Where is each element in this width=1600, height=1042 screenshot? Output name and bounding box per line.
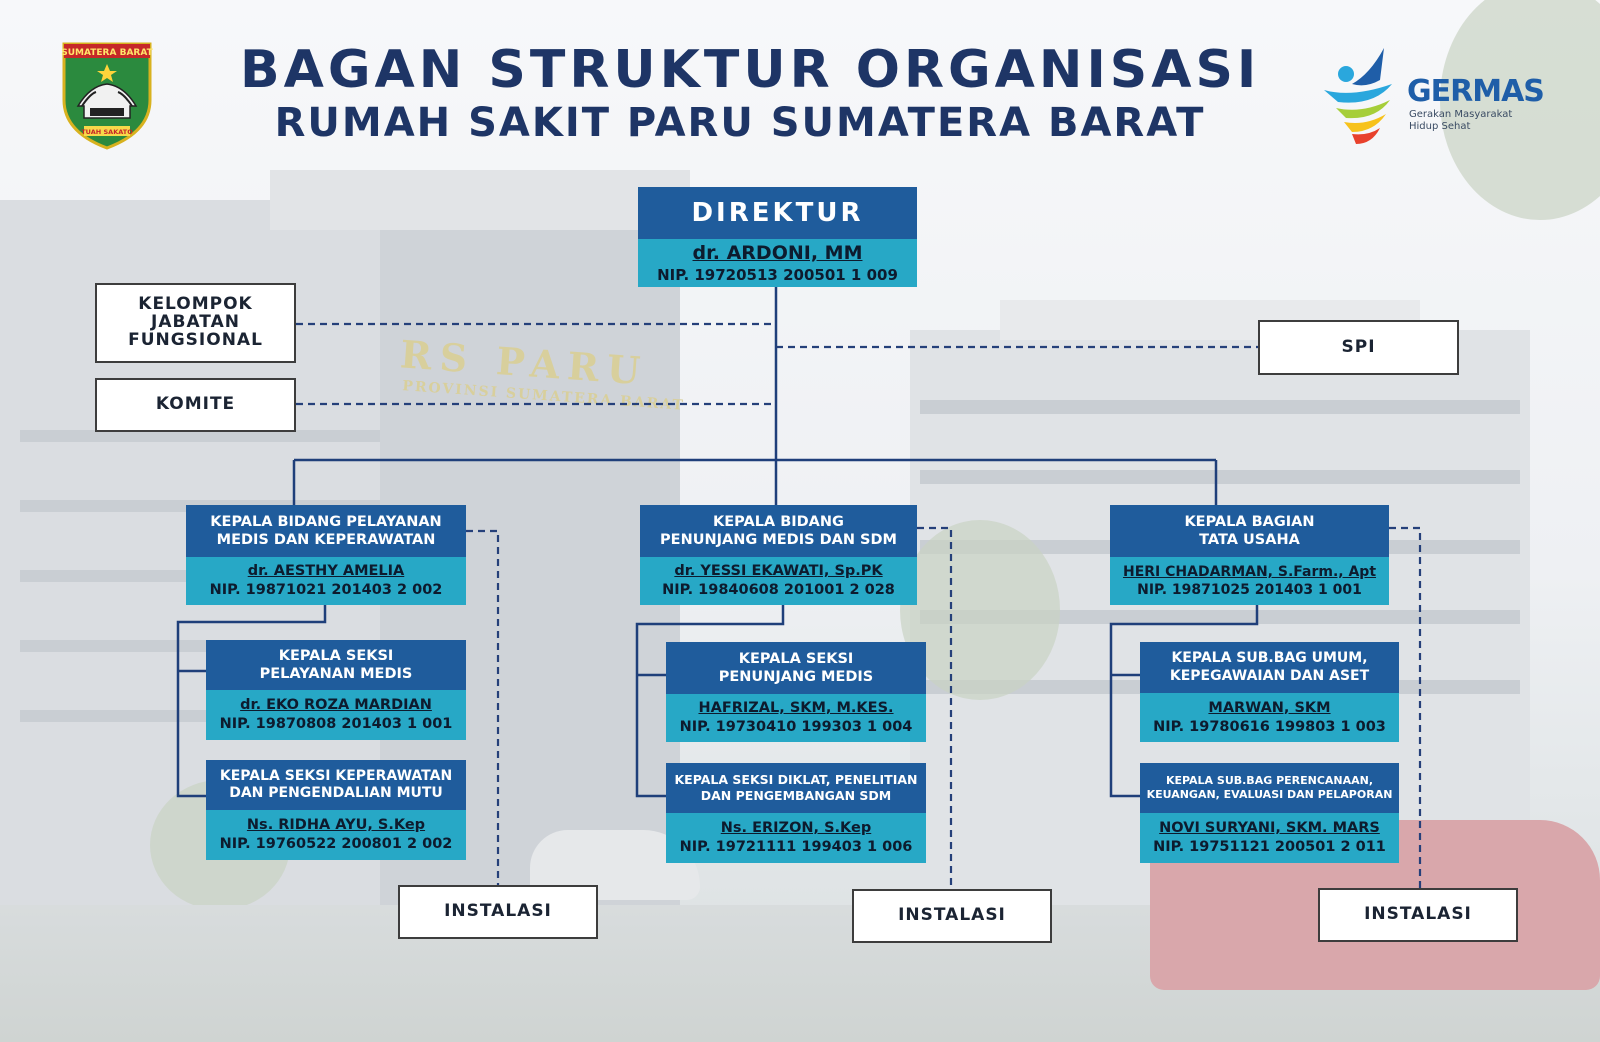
direktur-info: dr. ARDONI, MM NIP. 19720513 200501 1 00…	[638, 239, 917, 287]
kasi-keperawatan-nip: NIP. 19760522 200801 2 002	[219, 836, 453, 852]
kabag-tata-usaha-title-line1: KEPALA BAGIAN	[1184, 513, 1315, 530]
direktur-box: DIREKTUR dr. ARDONI, MM NIP. 19720513 20…	[638, 187, 917, 287]
kasubag-perencanaan-title-line2: KEUANGAN, EVALUASI DAN PELAPORAN	[1146, 788, 1393, 801]
kasi-keperawatan-title-line2: DAN PENGENDALIAN MUTU	[229, 785, 443, 801]
kabid-penunjang-medis-title-line1: KEPALA BIDANG	[713, 513, 844, 530]
kabid-pelayanan-medis-name: dr. AESTHY AMELIA	[247, 563, 405, 580]
komite-box: KOMITE	[95, 378, 296, 432]
emblem-ribbon-text: TUAH SAKATO	[81, 128, 133, 136]
kasi-penunjang-medis-name: HAFRIZAL, SKM, M.KES.	[698, 700, 894, 717]
kasi-keperawatan-title: KEPALA SEKSI KEPERAWATAN DAN PENGENDALIA…	[206, 760, 466, 810]
sumatera-barat-emblem-icon: SUMATERA BARAT TUAH SAKATO	[61, 42, 154, 150]
kabag-tata-usaha-title: KEPALA BAGIAN TATA USAHA	[1110, 505, 1389, 557]
spi-box: SPI	[1258, 320, 1459, 375]
kasubag-umum-title: KEPALA SUB.BAG UMUM, KEPEGAWAIAN DAN ASE…	[1140, 642, 1399, 693]
page-subtitle: RUMAH SAKIT PARU SUMATERA BARAT	[274, 100, 1206, 146]
germas-logo-icon	[1324, 48, 1392, 144]
kabag-tata-usaha-nip: NIP. 19871025 201403 1 001	[1137, 582, 1362, 598]
kasi-pelayanan-medis-name: dr. EKO ROZA MARDIAN	[240, 697, 432, 714]
instalasi-box-3: INSTALASI	[1318, 888, 1518, 942]
kasubag-umum-info: MARWAN, SKM NIP. 19780616 199803 1 003	[1140, 693, 1399, 742]
kabid-penunjang-medis-name: dr. YESSI EKAWATI, Sp.PK	[674, 563, 883, 580]
solid-connectors	[176, 287, 1259, 798]
kasubag-umum-title-line1: KEPALA SUB.BAG UMUM,	[1171, 650, 1368, 666]
kasi-diklat-title: KEPALA SEKSI DIKLAT, PENELITIAN DAN PENG…	[666, 763, 926, 813]
kasubag-umum-name: MARWAN, SKM	[1208, 699, 1331, 716]
kasi-keperawatan-box: KEPALA SEKSI KEPERAWATAN DAN PENGENDALIA…	[206, 760, 466, 860]
kasubag-umum-title-line2: KEPEGAWAIAN DAN ASET	[1169, 667, 1370, 684]
instalasi-box-2: INSTALASI	[852, 889, 1052, 943]
kasi-diklat-info: Ns. ERIZON, S.Kep NIP. 19721111 199403 1…	[666, 813, 926, 863]
kelompok-jabatan-fungsional-box: KELOMPOK JABATAN FUNGSIONAL	[95, 283, 296, 363]
kasubag-perencanaan-title: KEPALA SUB.BAG PERENCANAAN, KEUANGAN, EV…	[1140, 763, 1399, 813]
kabid-pelayanan-medis-title: KEPALA BIDANG PELAYANAN MEDIS DAN KEPERA…	[186, 505, 466, 557]
kasi-penunjang-medis-title: KEPALA SEKSI PENUNJANG MEDIS	[666, 642, 926, 694]
kasubag-umum-box: KEPALA SUB.BAG UMUM, KEPEGAWAIAN DAN ASE…	[1140, 642, 1399, 742]
kasi-penunjang-medis-title-line2: PENUNJANG MEDIS	[718, 669, 874, 685]
kasi-pelayanan-medis-box: KEPALA SEKSI PELAYANAN MEDIS dr. EKO ROZ…	[206, 640, 466, 740]
germas-name: GERMAS	[1407, 74, 1545, 109]
direktur-nip: NIP. 19720513 200501 1 009	[657, 265, 898, 284]
page-title: BAGAN STRUKTUR ORGANISASI	[240, 40, 1261, 100]
kasubag-perencanaan-info: NOVI SURYANI, SKM. MARS NIP. 19751121 20…	[1140, 813, 1399, 863]
kasi-penunjang-medis-title-line1: KEPALA SEKSI	[738, 650, 854, 667]
kasi-pelayanan-medis-title-line2: PELAYANAN MEDIS	[259, 666, 413, 682]
kasi-pelayanan-medis-info: dr. EKO ROZA MARDIAN NIP. 19870808 20140…	[206, 690, 466, 740]
kasi-penunjang-medis-info: HAFRIZAL, SKM, M.KES. NIP. 19730410 1993…	[666, 694, 926, 742]
kasi-diklat-title-line1: KEPALA SEKSI DIKLAT, PENELITIAN	[674, 772, 918, 788]
kasi-diklat-nip: NIP. 19721111 199403 1 006	[679, 839, 913, 855]
kabag-tata-usaha-box: KEPALA BAGIAN TATA USAHA HERI CHADARMAN,…	[1110, 505, 1389, 605]
kabid-penunjang-medis-title-line2: PENUNJANG MEDIS DAN SDM	[660, 532, 897, 548]
kabid-pelayanan-medis-info: dr. AESTHY AMELIA NIP. 19871021 201403 2…	[186, 557, 466, 605]
kabid-penunjang-medis-nip: NIP. 19840608 201001 2 028	[662, 582, 895, 598]
kasi-diklat-box: KEPALA SEKSI DIKLAT, PENELITIAN DAN PENG…	[666, 763, 926, 863]
kasi-diklat-name: Ns. ERIZON, S.Kep	[720, 820, 872, 837]
kasi-pelayanan-medis-title-line1: KEPALA SEKSI	[278, 647, 394, 664]
kasi-keperawatan-name: Ns. RIDHA AYU, S.Kep	[246, 817, 426, 834]
dashed-connectors	[296, 322, 1422, 889]
kasi-penunjang-medis-box: KEPALA SEKSI PENUNJANG MEDIS HAFRIZAL, S…	[666, 642, 926, 742]
kasubag-umum-nip: NIP. 19780616 199803 1 003	[1153, 718, 1386, 735]
kasubag-perencanaan-box: KEPALA SUB.BAG PERENCANAAN, KEUANGAN, EV…	[1140, 763, 1399, 863]
kasi-pelayanan-medis-nip: NIP. 19870808 201403 1 001	[219, 716, 453, 732]
kabid-pelayanan-medis-nip: NIP. 19871021 201403 2 002	[209, 582, 443, 598]
kabag-tata-usaha-name: HERI CHADARMAN, S.Farm., Apt	[1122, 563, 1377, 580]
kabid-pelayanan-medis-title-line2: MEDIS DAN KEPERAWATAN	[216, 532, 436, 548]
direktur-name: dr. ARDONI, MM	[692, 241, 863, 264]
kabid-penunjang-medis-info: dr. YESSI EKAWATI, Sp.PK NIP. 19840608 2…	[640, 557, 917, 605]
kasi-pelayanan-medis-title: KEPALA SEKSI PELAYANAN MEDIS	[206, 640, 466, 690]
instalasi-box-1: INSTALASI	[398, 885, 598, 939]
kabag-tata-usaha-info: HERI CHADARMAN, S.Farm., Apt NIP. 198710…	[1110, 557, 1389, 605]
germas-tagline: Gerakan Masyarakat Hidup Sehat	[1409, 109, 1513, 132]
kasi-keperawatan-info: Ns. RIDHA AYU, S.Kep NIP. 19760522 20080…	[206, 810, 466, 860]
kasi-diklat-title-line2: DAN PENGEMBANGAN SDM	[700, 788, 892, 803]
kasi-keperawatan-title-line1: KEPALA SEKSI KEPERAWATAN	[219, 767, 453, 784]
kabag-tata-usaha-title-line2: TATA USAHA	[1199, 532, 1300, 548]
kabid-penunjang-medis-title: KEPALA BIDANG PENUNJANG MEDIS DAN SDM	[640, 505, 917, 557]
kasubag-perencanaan-nip: NIP. 19751121 200501 2 011	[1153, 839, 1386, 855]
kabid-penunjang-medis-box: KEPALA BIDANG PENUNJANG MEDIS DAN SDM dr…	[640, 505, 917, 605]
kabid-pelayanan-medis-title-line1: KEPALA BIDANG PELAYANAN	[210, 513, 442, 530]
kasubag-perencanaan-title-line1: KEPALA SUB.BAG PERENCANAAN,	[1165, 774, 1374, 788]
kabid-pelayanan-medis-box: KEPALA BIDANG PELAYANAN MEDIS DAN KEPERA…	[186, 505, 466, 605]
kasi-penunjang-medis-nip: NIP. 19730410 199303 1 004	[679, 719, 913, 735]
direktur-title: DIREKTUR	[638, 187, 917, 239]
kasubag-perencanaan-name: NOVI SURYANI, SKM. MARS	[1159, 820, 1380, 837]
emblem-banner-text: SUMATERA BARAT	[61, 48, 153, 58]
